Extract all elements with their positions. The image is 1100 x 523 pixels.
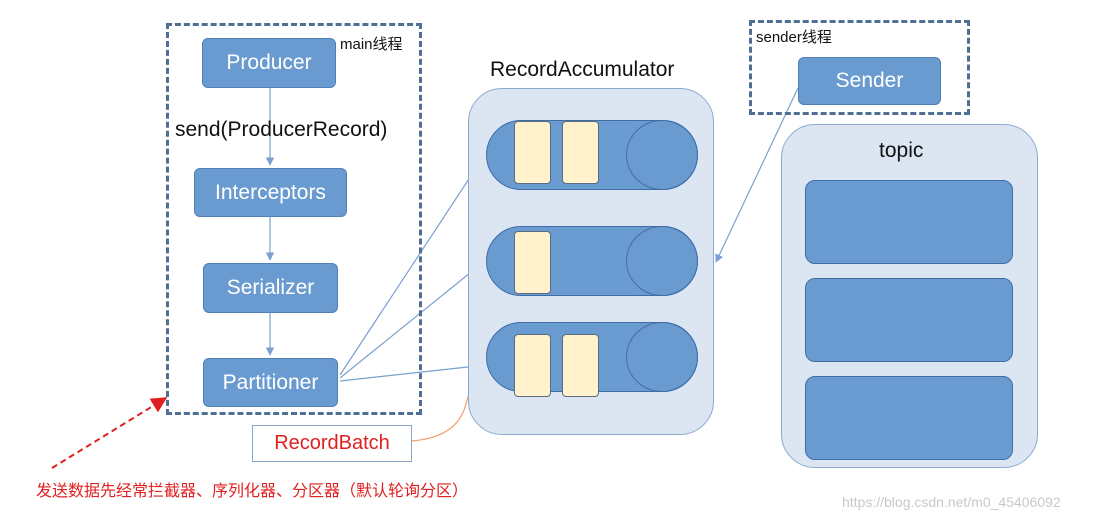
serializer-box: Serializer (203, 263, 338, 313)
annotation-arrow (51, 397, 168, 469)
partitioner-box: Partitioner (203, 358, 338, 407)
producer-box: Producer (202, 38, 336, 88)
sender-box: Sender (798, 57, 941, 105)
queue-cap (626, 226, 698, 296)
record-batch (562, 334, 599, 397)
topic-partition (805, 180, 1013, 264)
watermark: https://blog.csdn.net/m0_45406092 (842, 494, 1061, 510)
topic-title: topic (879, 139, 924, 162)
sender-thread-label: sender线程 (756, 29, 832, 46)
record-batch (514, 121, 551, 184)
send-call-label: send(ProducerRecord) (175, 118, 388, 141)
main-thread-frame (166, 23, 422, 415)
sender-thread-frame (749, 20, 970, 115)
queue-cap (626, 322, 698, 392)
annotation-text: 发送数据先经常拦截器、序列化器、分区器（默认轮询分区） (36, 483, 469, 500)
topic-partition (805, 278, 1013, 362)
accumulator-title: RecordAccumulator (490, 58, 675, 81)
record-batch (514, 334, 551, 397)
arrow-partitioner-queue-1 (339, 152, 487, 376)
record-batch (562, 121, 599, 184)
queue-cap (626, 120, 698, 190)
record-batch (514, 231, 551, 294)
main-thread-label: main线程 (340, 36, 403, 53)
arrow-partitioner-queue-3 (339, 361, 487, 382)
arrow-sender-accumulator (715, 87, 799, 263)
topic-partition (805, 376, 1013, 460)
arrow-partitioner-queue-2 (339, 259, 487, 379)
interceptors-box: Interceptors (194, 168, 347, 217)
recordbatch-label: RecordBatch (252, 425, 412, 462)
